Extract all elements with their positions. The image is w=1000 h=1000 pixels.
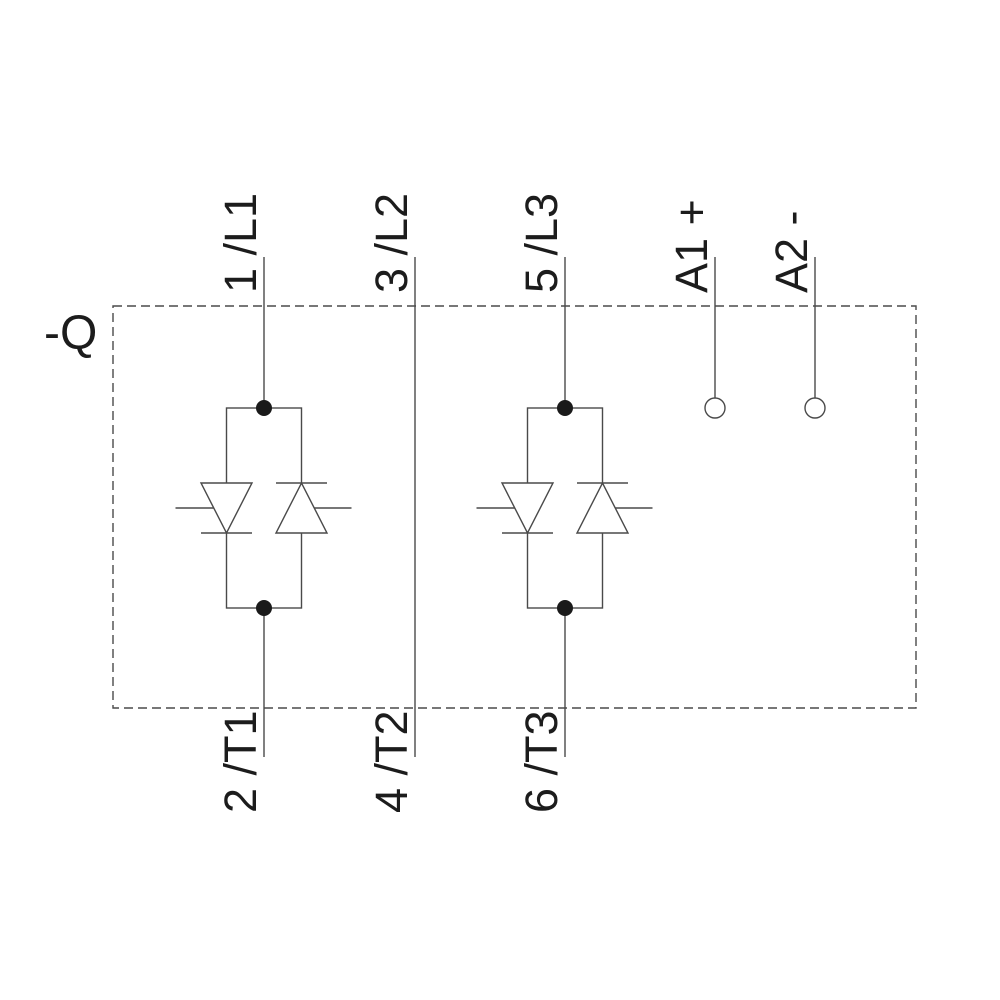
junction-dot-bottom: [557, 600, 573, 616]
terminal-label-1-l1: 1 /L1: [215, 193, 266, 293]
terminal-label-6-t3: 6 /T3: [516, 710, 567, 813]
terminal-label-a1-plus: A1 +: [666, 199, 717, 293]
junction-dot-bottom: [256, 600, 272, 616]
control-terminal-circle-a1: [704, 397, 726, 419]
terminal-label-3-l2: 3 /L2: [366, 193, 417, 293]
junction-dot-top: [557, 400, 573, 416]
junction-dot-top: [256, 400, 272, 416]
control-terminal-circle-a2: [804, 397, 826, 419]
terminal-label-4-t2: 4 /T2: [366, 710, 417, 813]
thyristor-down-triangle: [500, 482, 555, 535]
device-designation-label: -Q: [44, 307, 97, 360]
ssr-module-phase-3: [476, 400, 653, 616]
thyristor-down-triangle: [199, 482, 254, 535]
terminal-label-2-t1: 2 /T1: [215, 710, 266, 813]
terminal-label-5-l3: 5 /L3: [516, 193, 567, 293]
thyristor-up-triangle: [274, 481, 329, 534]
ssr-module-phase-1: [175, 400, 352, 616]
terminal-label-a2-minus: A2 -: [766, 210, 817, 293]
thyristor-up-triangle: [575, 481, 630, 534]
